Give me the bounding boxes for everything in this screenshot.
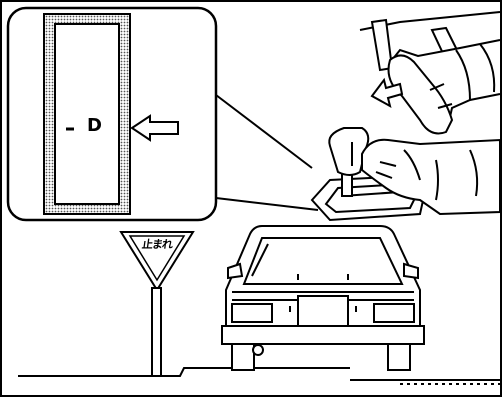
inset-zoom-box xyxy=(8,8,216,220)
yield-sign-text: 止まれ xyxy=(133,236,181,252)
gear-indicator-letter: D xyxy=(87,117,102,135)
